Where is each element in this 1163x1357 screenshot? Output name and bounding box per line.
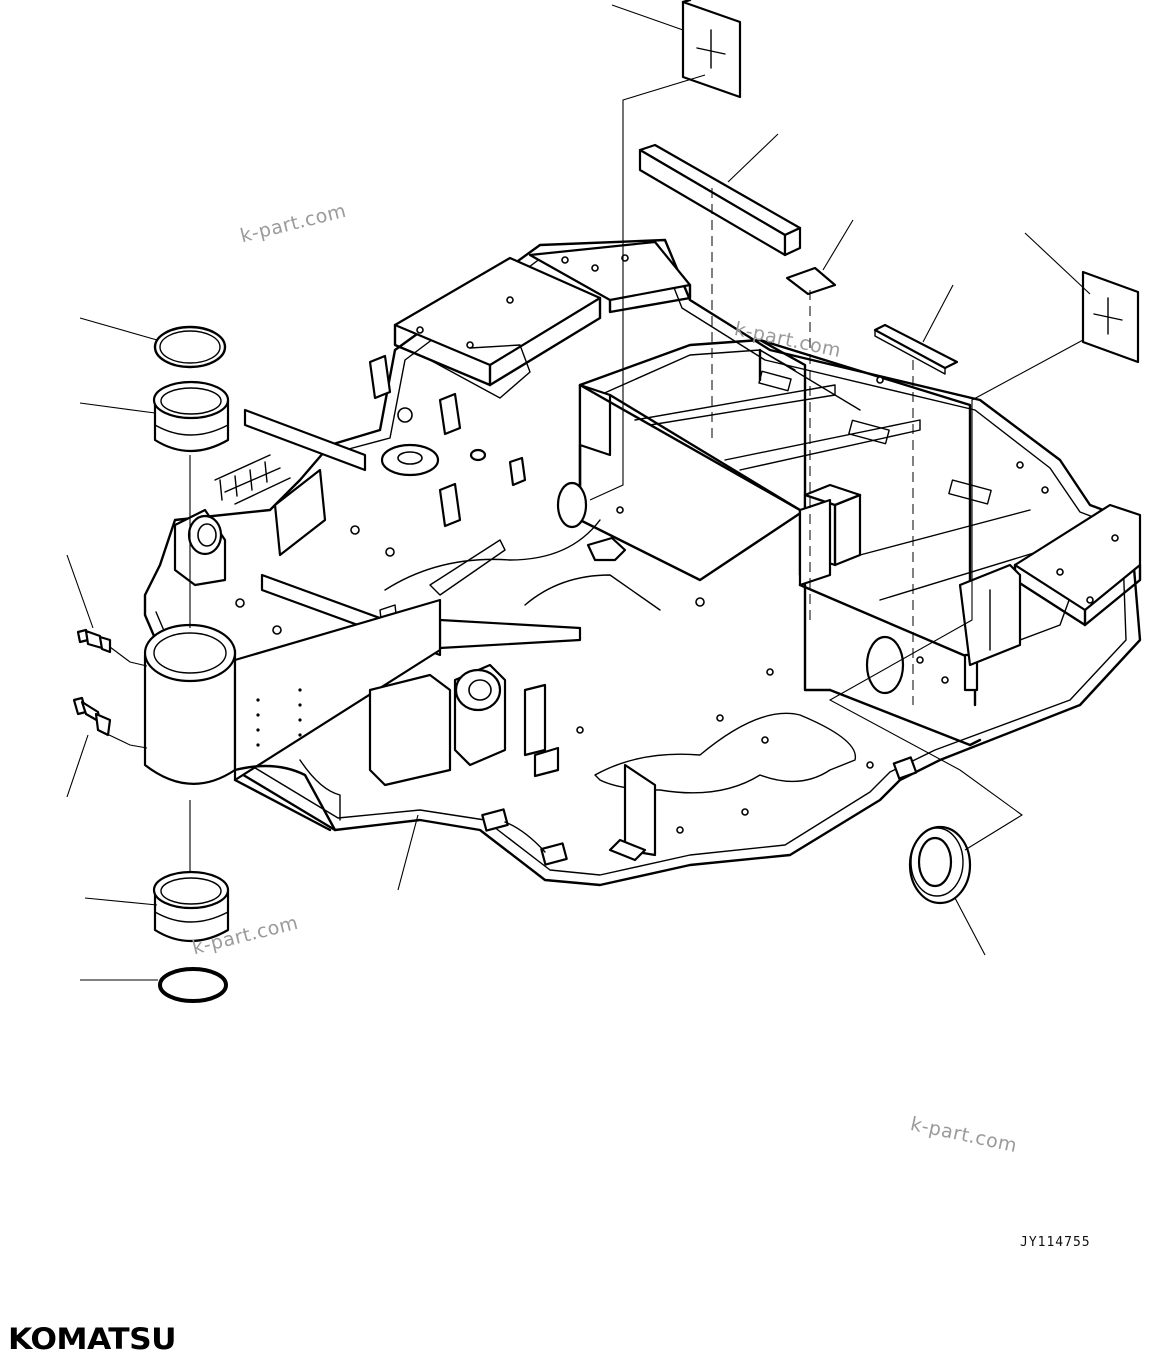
o-ring-bottom bbox=[158, 967, 228, 1003]
bushing-bottom bbox=[152, 870, 230, 943]
right-frame-structure bbox=[578, 338, 1081, 747]
grease-fitting-upper bbox=[76, 628, 112, 654]
plate-holes bbox=[235, 376, 1049, 834]
right-rear-block bbox=[958, 503, 1142, 667]
leader-lines bbox=[66, 4, 1091, 981]
rivet-row bbox=[256, 688, 302, 747]
square-pad-top bbox=[681, 0, 742, 99]
long-rubber-bar bbox=[638, 143, 802, 257]
grommet bbox=[908, 825, 972, 905]
mounting-posts bbox=[368, 354, 527, 528]
drawing-code: JY114755 bbox=[1020, 1235, 1091, 1250]
thin-strip bbox=[873, 323, 959, 370]
square-pad-right bbox=[1081, 270, 1140, 364]
bushing-top bbox=[152, 380, 230, 453]
grease-fitting-lower bbox=[72, 696, 112, 737]
small-pad bbox=[785, 266, 837, 296]
frame-outline bbox=[143, 238, 1142, 887]
o-ring-top bbox=[153, 325, 227, 369]
floor-cutouts bbox=[384, 481, 918, 866]
front-king-post bbox=[143, 598, 442, 832]
exploded-parts bbox=[72, 0, 1140, 1003]
boom-foot-boss bbox=[368, 663, 560, 787]
brand-logo: KOMATSU bbox=[8, 1322, 177, 1356]
left-rear-platform bbox=[393, 240, 692, 399]
dashed-assembly-lines bbox=[622, 188, 914, 705]
